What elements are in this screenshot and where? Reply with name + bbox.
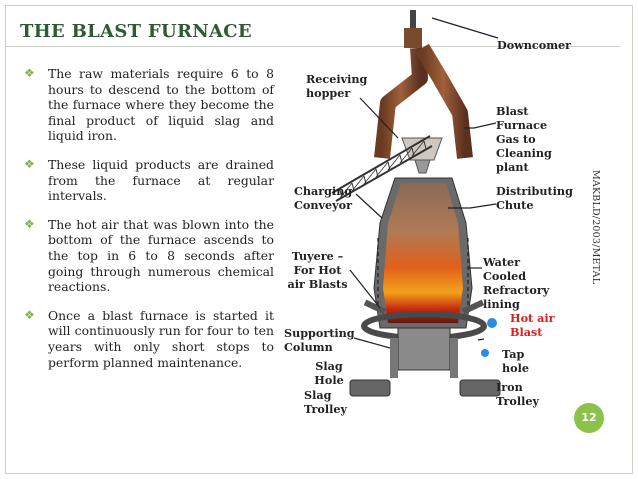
bullet-text: Once a blast furnace is started it will … (48, 307, 274, 370)
bullet-item: ❖ The hot air that was blown into the bot… (24, 217, 274, 295)
bullet-item: ❖ These liquid products are drained from … (24, 157, 274, 204)
label-slag-hole: Slag Hole (314, 359, 344, 387)
label-downcomer: Downcomer (497, 38, 572, 52)
tuyere-left (363, 299, 387, 315)
supporting-column-left (390, 338, 398, 378)
hot-air-blast-marker (487, 318, 497, 328)
furnace-interior (383, 183, 463, 323)
title-divider (5, 46, 620, 47)
bullet-text: The hot air that was blown into the bott… (48, 216, 274, 295)
label-iron-trolley: Iron Trolley (496, 380, 539, 408)
bullet-list: ❖ The raw materials require 6 to 8 hours … (24, 66, 274, 383)
diamond-bullet-icon: ❖ (24, 307, 35, 322)
page-number-badge: 12 (574, 403, 604, 433)
label-water-cooled: Water Cooled Refractory lining (483, 255, 550, 311)
diamond-bullet-icon: ❖ (24, 66, 35, 80)
charging-conveyor (331, 135, 433, 202)
receiving-hopper (401, 137, 443, 161)
slag-trolley (349, 379, 391, 397)
downcomer-pipe-left (374, 47, 428, 159)
refractory-lining (377, 238, 469, 308)
diamond-bullet-icon: ❖ (24, 156, 35, 171)
furnace-hearth (397, 327, 451, 371)
bullet-text: These liquid products are drained from t… (48, 156, 274, 204)
label-tap-hole: Tap hole (502, 347, 529, 375)
callout-lines (349, 17, 499, 349)
downcomer-pipe-right (415, 43, 473, 159)
slide-frame (5, 5, 633, 474)
label-supporting-column: Supporting Column (284, 326, 355, 354)
blast-furnace-diagram (331, 10, 501, 397)
bullet-item: ❖ The raw materials require 6 to 8 hours … (24, 66, 274, 144)
label-blast-furnace-gas: Blast Furnace Gas to Cleaning plant (496, 104, 552, 174)
bullet-text: The raw materials require 6 to 8 hours t… (48, 66, 274, 144)
label-tuyere: Tuyere – For Hot air Blasts (287, 249, 348, 291)
label-distributing-chute: Distributing Chute (496, 184, 573, 212)
slide-title: THE BLAST FURNACE (20, 21, 252, 42)
label-hot-air-blast: Hot air Blast (510, 311, 555, 339)
iron-trolley (459, 379, 501, 397)
stack-top (404, 28, 422, 48)
label-slag-trolley: Slag Trolley (304, 388, 347, 416)
label-receiving-hopper: Receiving hopper (306, 72, 368, 100)
side-reference-text: MAKBLD/2003/METAL (590, 170, 601, 285)
diamond-bullet-icon: ❖ (24, 216, 35, 231)
tap-hole-marker (481, 349, 489, 357)
label-charging-conveyor: Charging Conveyor (294, 184, 353, 212)
bullet-item: ❖ Once a blast furnace is started it will… (24, 308, 274, 370)
tuyere-right (461, 299, 485, 315)
supporting-column-right (450, 338, 458, 378)
stack-tower (410, 10, 416, 32)
